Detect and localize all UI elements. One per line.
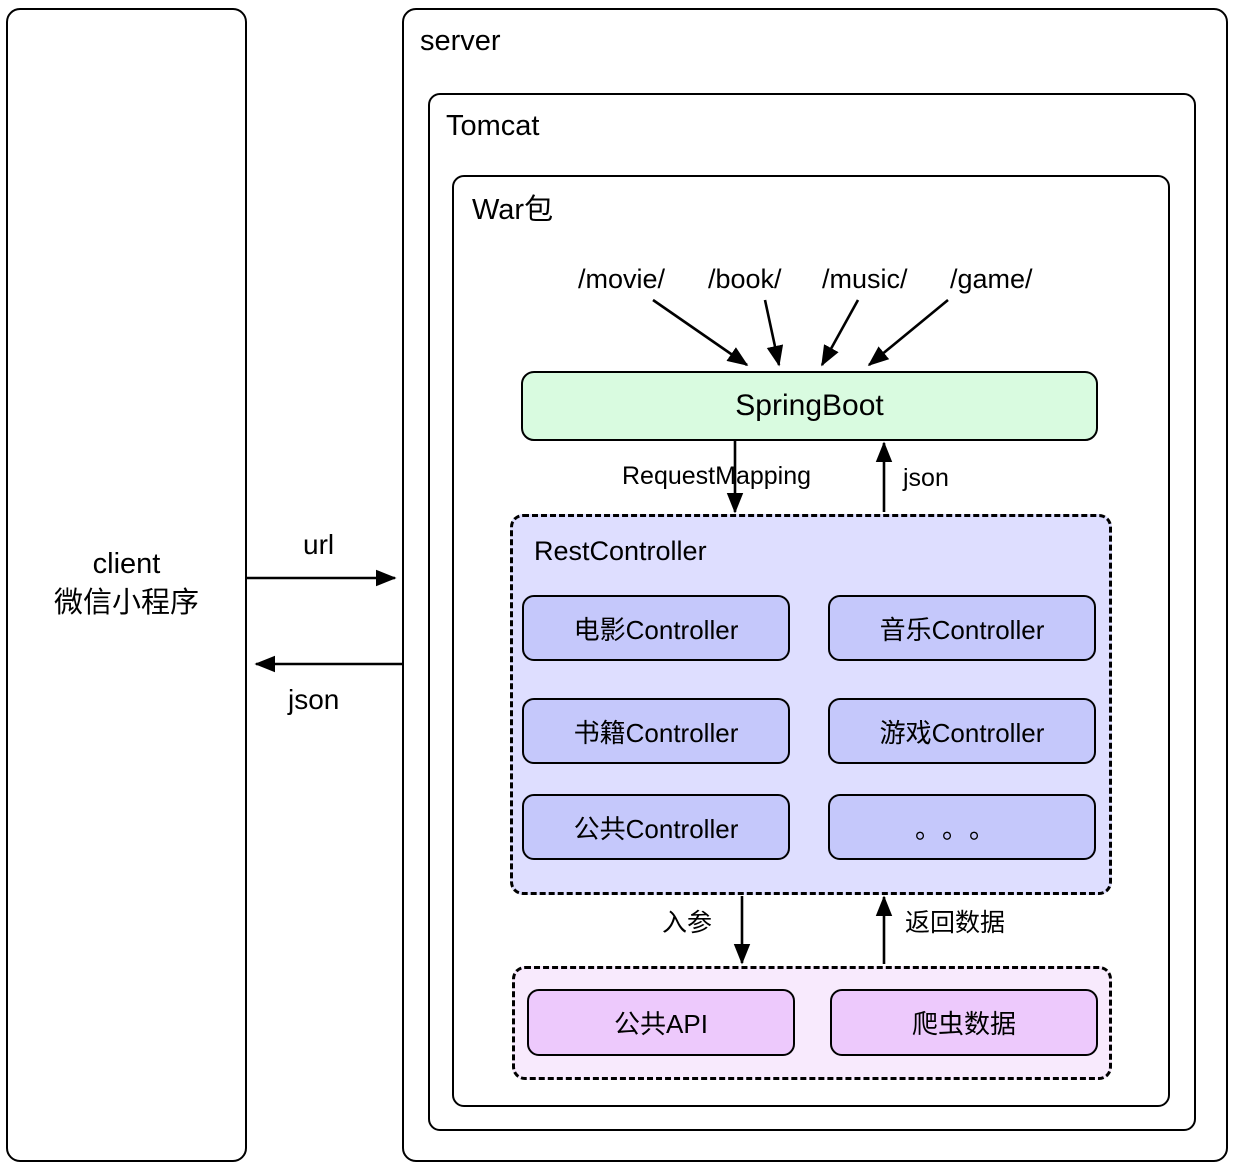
springboot-node: SpringBoot — [521, 371, 1098, 441]
controller-item-more: 。。。 — [828, 794, 1096, 860]
controller-item-music: 音乐Controller — [828, 595, 1096, 661]
client-label-group: client 微信小程序 — [8, 545, 245, 623]
edge-label-in-params: 入参 — [662, 909, 713, 937]
tomcat-label: Tomcat — [446, 110, 540, 142]
edge-label-json-client: json — [288, 684, 340, 715]
controller-item-game: 游戏Controller — [828, 698, 1096, 764]
controller-item-label: 游戏Controller — [879, 717, 1045, 748]
public-api-label: 公共API — [614, 1009, 708, 1039]
crawler-data-node: 爬虫数据 — [830, 989, 1098, 1056]
route-label-movie: /movie/ — [578, 264, 666, 294]
war-package-container — [452, 175, 1170, 1107]
edge-label-return-data: 返回数据 — [905, 909, 1006, 937]
client-box: client 微信小程序 — [6, 8, 247, 1162]
restcontroller-title: RestController — [534, 536, 707, 566]
controller-item-label: 书籍Controller — [573, 717, 739, 748]
controller-item-label: 音乐Controller — [879, 614, 1045, 645]
crawler-data-label: 爬虫数据 — [911, 1009, 1016, 1039]
route-label-game: /game/ — [950, 264, 1033, 294]
controller-item-common: 公共Controller — [522, 794, 790, 860]
controller-item-label: 。。。 — [914, 813, 1009, 844]
controller-item-label: 公共Controller — [573, 813, 739, 844]
controller-item-movie: 电影Controller — [522, 595, 790, 661]
controller-item-book: 书籍Controller — [522, 698, 790, 764]
client-label-line2: 微信小程序 — [53, 587, 199, 620]
route-label-music: /music/ — [822, 264, 908, 294]
war-package-label: War包 — [472, 194, 554, 226]
route-label-book: /book/ — [708, 264, 782, 294]
controller-item-label: 电影Controller — [573, 614, 739, 645]
edge-label-json-controller: json — [903, 464, 949, 492]
edge-label-url: url — [303, 529, 335, 560]
edge-label-request-mapping: RequestMapping — [622, 462, 812, 490]
public-api-node: 公共API — [527, 989, 795, 1056]
client-label-line1: client — [92, 548, 161, 580]
tomcat-container — [428, 93, 1196, 1131]
server-label: server — [420, 25, 501, 57]
server-container — [402, 8, 1228, 1162]
springboot-label: SpringBoot — [735, 389, 884, 422]
